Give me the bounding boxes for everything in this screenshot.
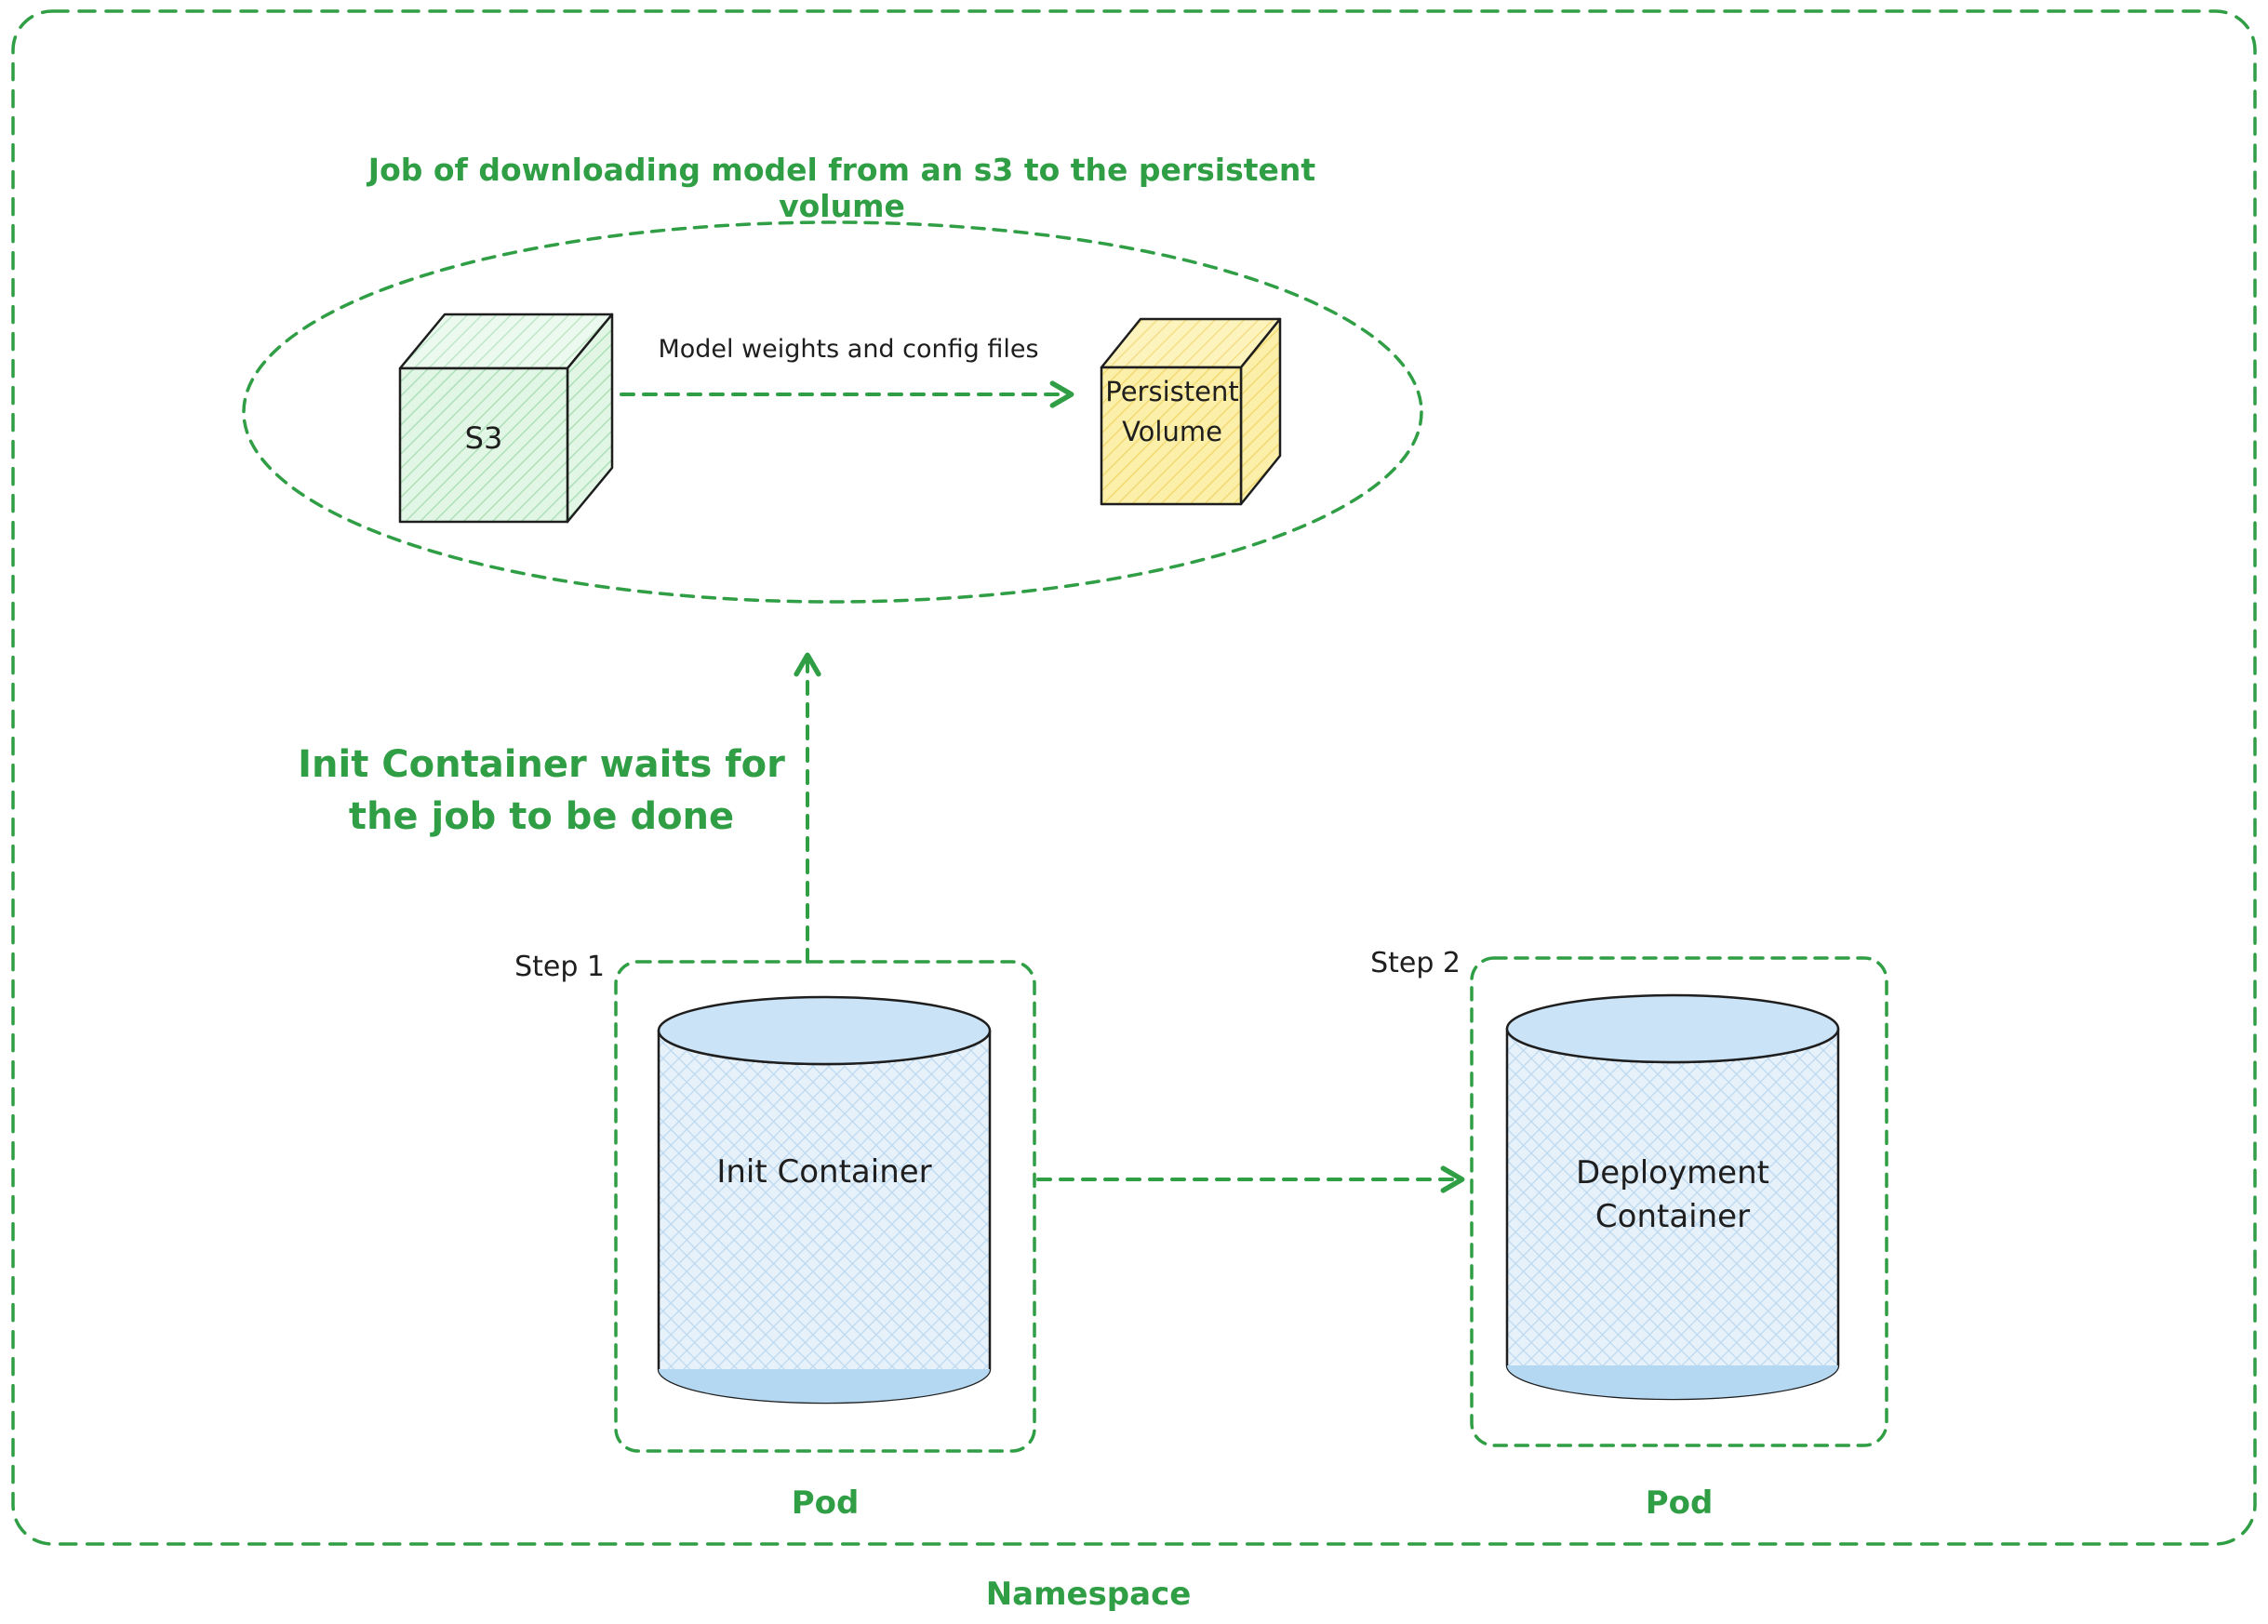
step2-label: Step 2: [1370, 947, 1461, 979]
pod1-label: Pod: [791, 1484, 860, 1522]
step1-label: Step 1: [514, 951, 605, 983]
init-cylinder-bottom-shade: [659, 1369, 990, 1403]
pod2-label: Pod: [1645, 1484, 1714, 1522]
s3-cube-front-face: [398, 366, 569, 524]
job-ellipse: [242, 220, 1423, 604]
s3-label: S3: [464, 420, 503, 456]
init-container-cylinder: [657, 995, 992, 1404]
s3-cube: [398, 313, 614, 524]
persistent-volume-label: Persistent Volume: [1105, 376, 1239, 447]
pod1-boundary: [614, 960, 1036, 1453]
namespace-boundary: [11, 9, 2257, 1546]
deployment-container-label: Deployment Container: [1576, 1154, 1769, 1235]
init-container-label: Init Container: [716, 1153, 932, 1191]
init-wait-note: Init Container waits for the job to be d…: [298, 743, 785, 838]
deployment-cylinder-bottom-shade: [1507, 1365, 1838, 1399]
deployment-container-cylinder: [1505, 993, 1840, 1401]
persistent-volume-cube: [1100, 317, 1282, 506]
deployment-cylinder-top: [1505, 993, 1840, 1064]
init-cylinder-body: [657, 1029, 992, 1404]
pv-cube-front-face: [1100, 366, 1243, 506]
namespace-label: Namespace: [985, 1576, 1192, 1613]
pod2-boundary: [1470, 956, 1888, 1447]
init-cylinder-top: [657, 995, 992, 1066]
job-title: Job of downloading model from an s3 to t…: [367, 152, 1316, 224]
arrow-s3-to-pv-label: Model weights and config files: [658, 335, 1039, 364]
